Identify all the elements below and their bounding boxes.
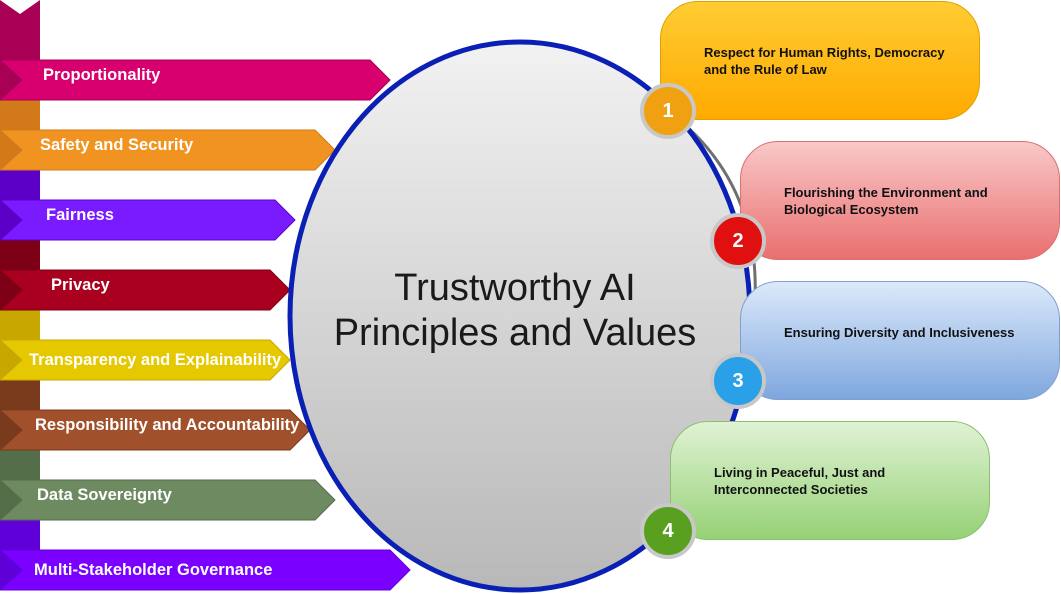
principle-label-transparency: Transparency and Explainability [29,351,282,369]
principle-arrow [0,409,311,451]
value-badge-1: 1 [640,83,696,139]
principle-arrows [0,59,411,591]
principle-arrow [0,129,336,171]
principle-label-data-sovereignty: Data Sovereignty [37,486,172,504]
principle-label-multi-stakeholder: Multi-Stakeholder Governance [34,561,273,579]
center-title-line2: Principles and Values [333,312,697,354]
value-box-2 [740,141,1060,260]
center-title: Trustworthy AI Principles and Values [290,266,740,356]
value-box-4 [670,421,990,540]
value-badge-3: 3 [710,353,766,409]
value-text-3: Ensuring Diversity and Inclusiveness [784,325,1015,340]
value-text-4: Living in Peaceful, Just and Interconnec… [714,465,886,497]
strip-top-notch [0,0,40,14]
principle-arrow [0,269,291,311]
principle-label-safety-security: Safety and Security [40,136,194,154]
principle-label-proportionality: Proportionality [43,66,161,84]
principle-arrow [0,59,391,101]
principle-arrow [0,479,336,521]
value-text-2: Flourishing the Environment and Biologic… [784,185,988,217]
center-title-line1: Trustworthy AI [394,267,636,309]
principle-arrow [0,199,296,241]
value-box-3 [740,281,1060,400]
principle-label-responsibility: Responsibility and Accountability [35,416,300,434]
value-text-1: Respect for Human Rights, Democracy and … [704,45,945,77]
principle-label-fairness: Fairness [46,206,114,224]
principle-arrow [0,339,291,381]
principle-arrow [0,549,411,591]
value-badge-2: 2 [710,213,766,269]
value-box-1 [660,1,980,120]
value-badge-4: 4 [640,503,696,559]
principle-label-privacy: Privacy [51,276,110,294]
